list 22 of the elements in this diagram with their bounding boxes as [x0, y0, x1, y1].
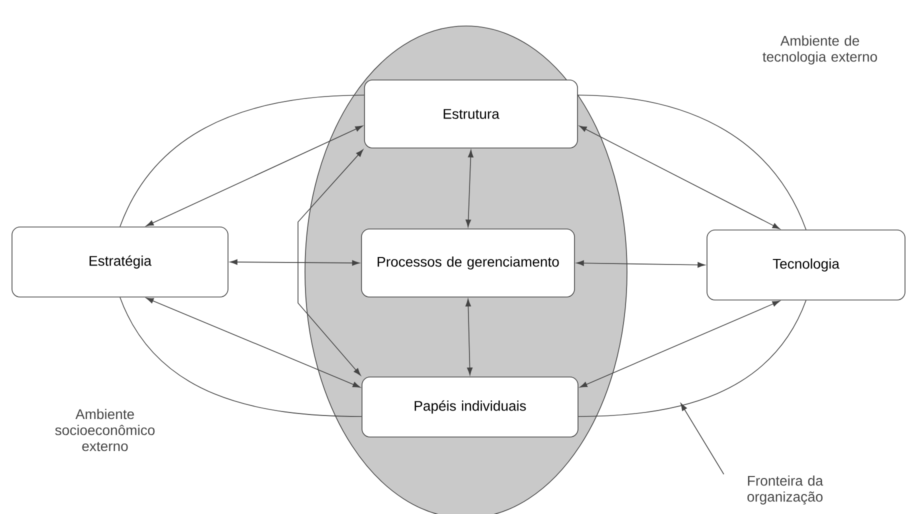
double-arrow	[230, 259, 360, 266]
double-arrow	[146, 298, 360, 388]
leader-line	[680, 403, 724, 475]
double-arrow	[298, 149, 364, 376]
double-arrow	[146, 126, 363, 226]
boundary-curve	[120, 94, 364, 227]
double-arrow	[466, 150, 474, 228]
process-box: Estrutura	[364, 80, 578, 148]
double-arrow	[576, 260, 706, 268]
double-arrow	[580, 300, 780, 388]
double-arrow	[465, 298, 473, 376]
boundary-label: Fronteira da organização	[747, 475, 824, 505]
boundary-curve	[120, 297, 362, 417]
environment-label: Ambiente de tecnologia externo	[762, 35, 877, 65]
boundary-curve	[578, 94, 806, 230]
process-box: Processos de gerenciamento	[361, 228, 575, 298]
double-arrow	[579, 126, 780, 230]
process-box: Papéis individuais	[362, 376, 578, 438]
boundary-curve	[578, 300, 806, 417]
process-box: Estratégia	[12, 226, 228, 298]
environment-label: Ambiente socioeconômico externo	[55, 408, 155, 452]
process-box: Tecnologia	[706, 230, 906, 300]
